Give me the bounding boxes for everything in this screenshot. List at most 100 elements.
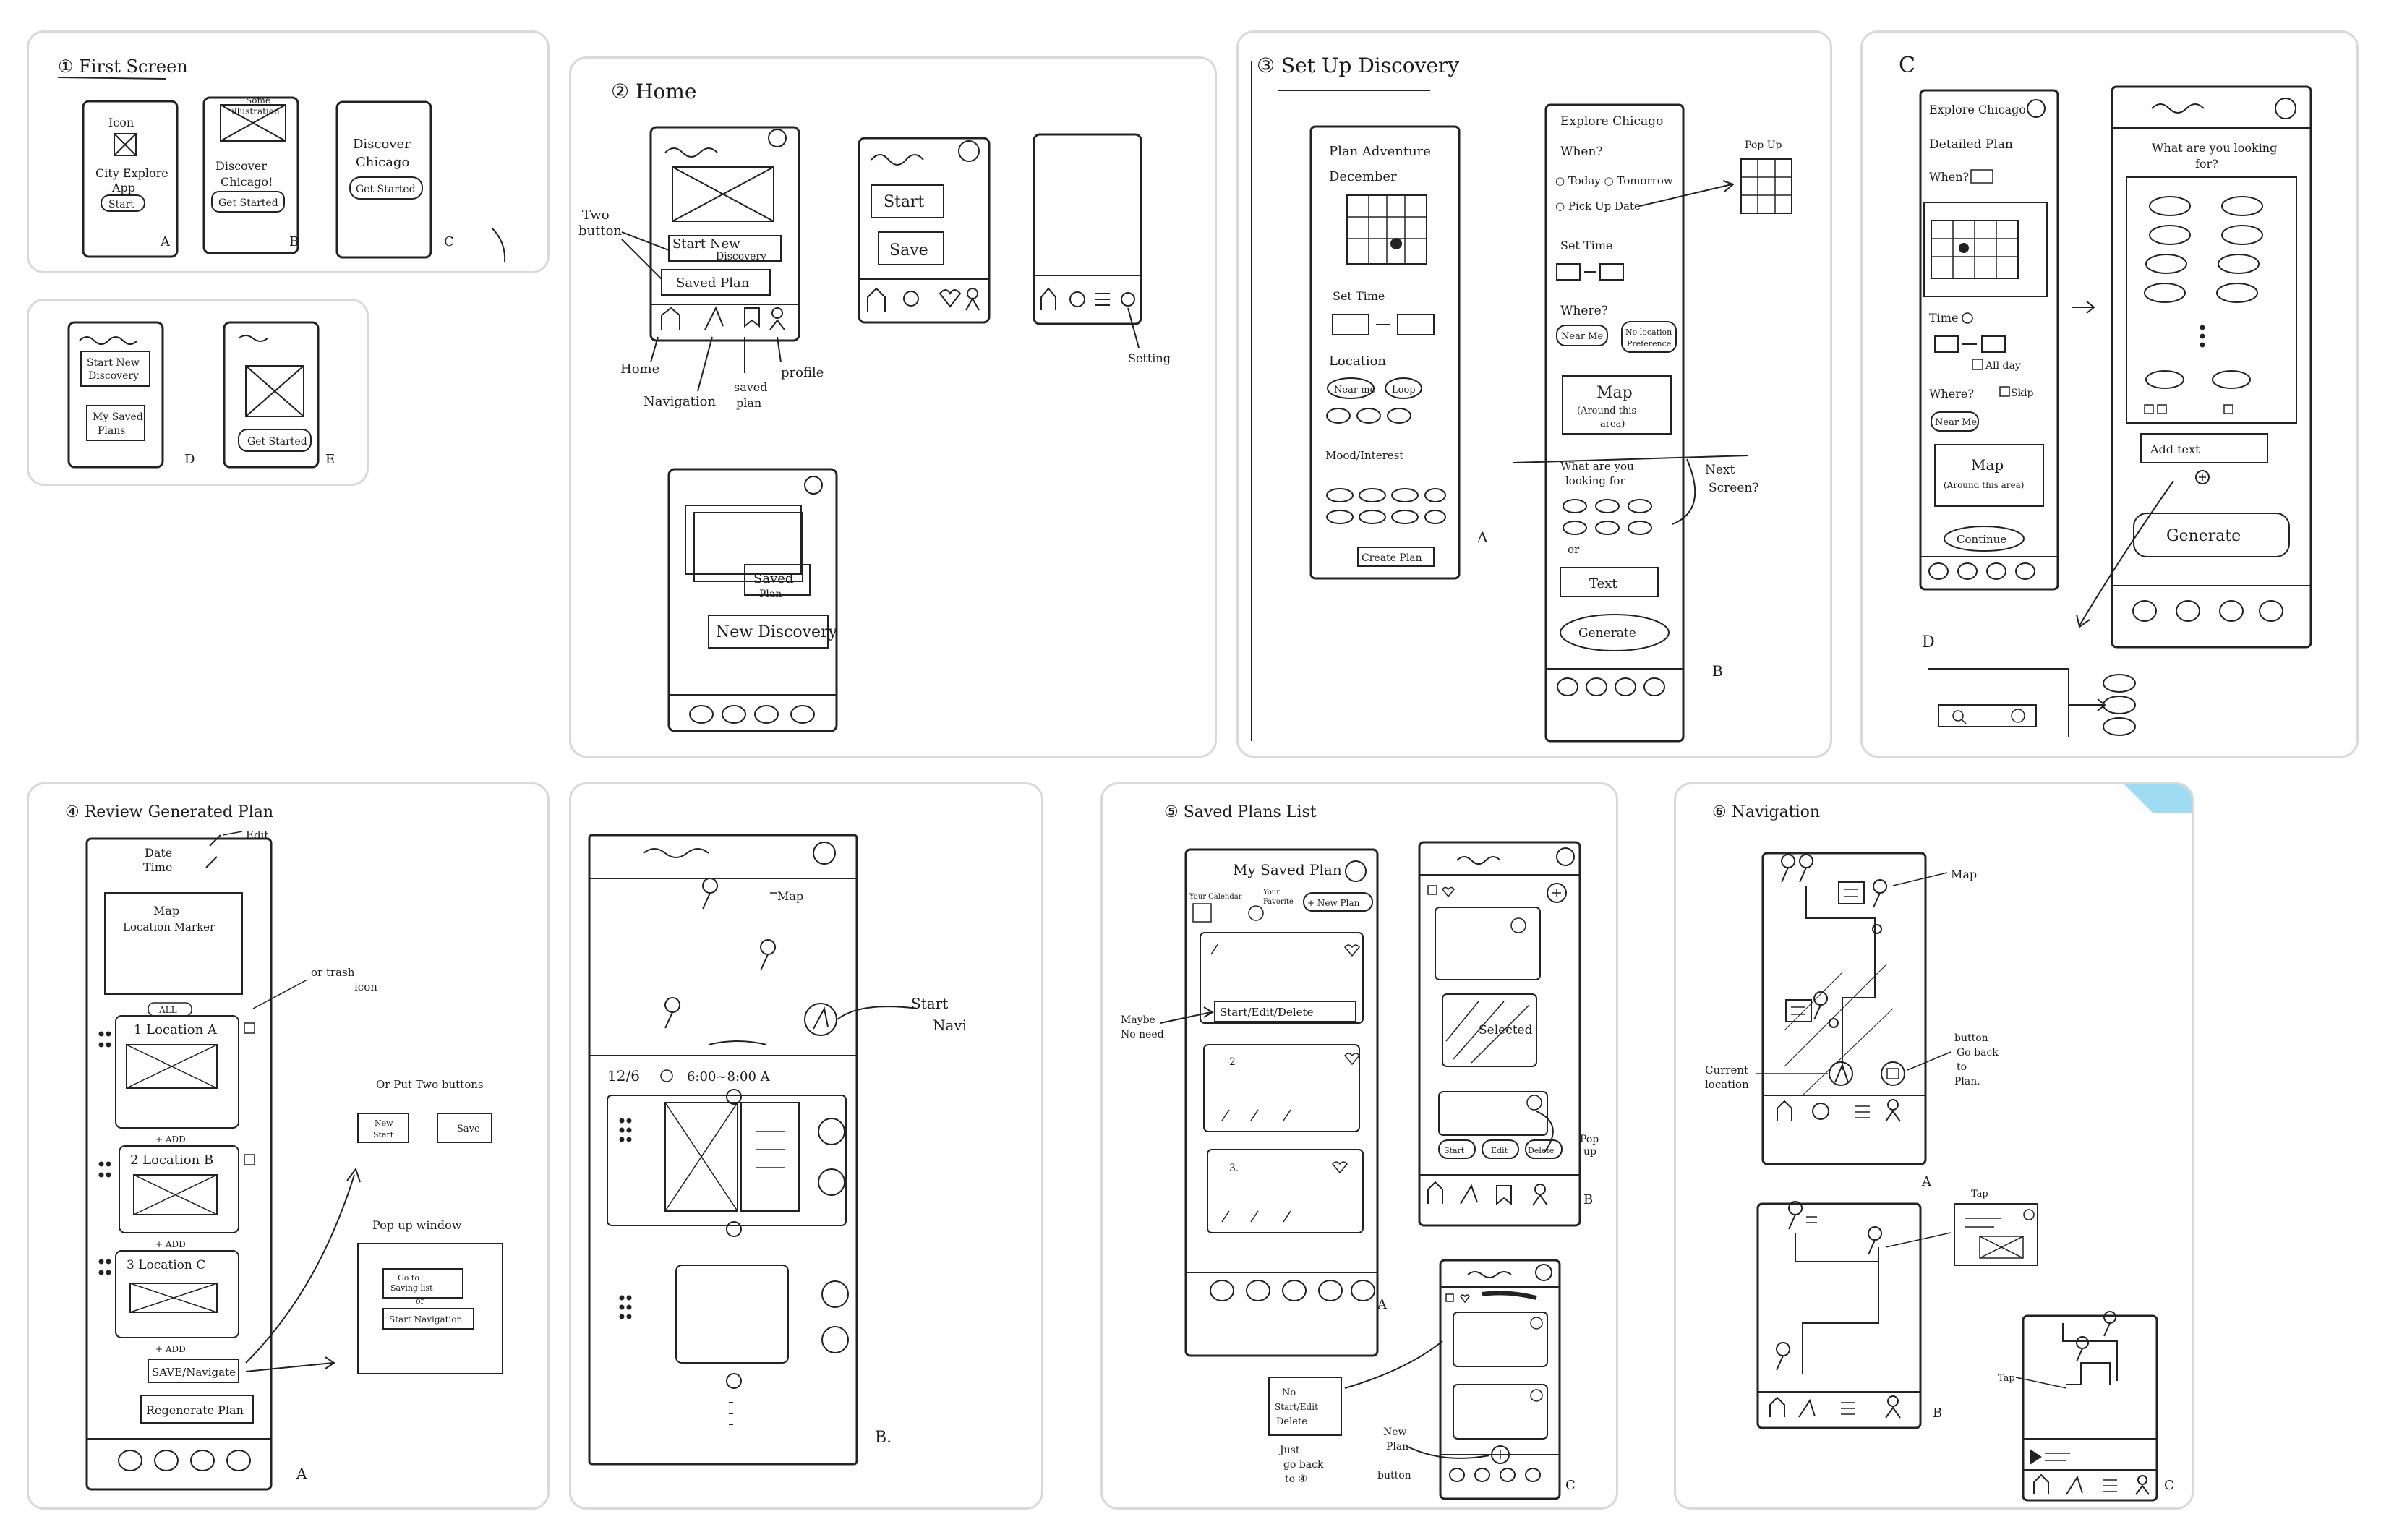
svg-text:2 Location B: 2 Location B <box>130 1152 213 1168</box>
svg-text:to: to <box>1957 1061 1967 1073</box>
svg-text:+ ADD: + ADD <box>155 1239 186 1249</box>
svg-text:button: button <box>1954 1032 1988 1044</box>
svg-text:Navi: Navi <box>933 1017 967 1034</box>
svg-text:My Saved Plan: My Saved Plan <box>1233 861 1342 878</box>
svg-text:○ Today ○ Tomorrow: ○ Today ○ Tomorrow <box>1555 174 1673 187</box>
svg-text:Discover: Discover <box>215 159 267 173</box>
svg-text:icon: icon <box>354 980 377 993</box>
svg-text:B: B <box>1583 1192 1593 1207</box>
svg-text:+ ADD: + ADD <box>155 1134 186 1145</box>
svg-text:Explore Chicago: Explore Chicago <box>1560 114 1663 129</box>
svg-text:Location Marker: Location Marker <box>123 920 215 933</box>
svg-text:+ ADD: + ADD <box>155 1344 186 1354</box>
svg-text:3.: 3. <box>1229 1163 1239 1174</box>
svg-text:D: D <box>184 452 195 467</box>
svg-text:B.: B. <box>875 1429 892 1447</box>
svg-text:Start: Start <box>1444 1146 1465 1155</box>
svg-text:(Around this: (Around this <box>1577 406 1636 416</box>
svg-text:for?: for? <box>2195 157 2218 171</box>
svg-text:No location: No location <box>1625 328 1672 337</box>
svg-text:illustration: illustration <box>231 106 280 116</box>
svg-text:looking for: looking for <box>1565 474 1625 487</box>
svg-text:Set Time: Set Time <box>1560 239 1612 252</box>
sketch-card-first-screen-alt: Start New Discovery My Saved Plans D Get… <box>27 299 369 486</box>
svg-text:ALL: ALL <box>158 1005 177 1015</box>
svg-text:Go back: Go back <box>1957 1047 1999 1058</box>
svg-text:Current: Current <box>1705 1064 1748 1077</box>
svg-text:SAVE/Navigate: SAVE/Navigate <box>152 1366 236 1379</box>
svg-text:Add text: Add text <box>2150 442 2200 456</box>
svg-text:Start/Edit/Delete: Start/Edit/Delete <box>1220 1006 1314 1019</box>
svg-text:All day: All day <box>1985 360 2021 372</box>
svg-text:Generate: Generate <box>1578 626 1636 641</box>
svg-text:B: B <box>289 234 299 249</box>
svg-text:When?: When? <box>1560 145 1603 159</box>
svg-text:Tap: Tap <box>1971 1189 1988 1199</box>
svg-text:location: location <box>1705 1078 1749 1091</box>
svg-text:Preference: Preference <box>1627 339 1671 348</box>
svg-text:A: A <box>1476 529 1488 546</box>
svg-text:A: A <box>1921 1174 1932 1189</box>
svg-text:Get Started: Get Started <box>247 436 307 448</box>
svg-text:Start: Start <box>108 199 134 210</box>
heading: ⑥ Navigation <box>1712 803 1820 821</box>
svg-text:or: or <box>1568 543 1580 556</box>
svg-text:Chicago: Chicago <box>356 155 409 170</box>
svg-text:○ Pick Up Date: ○ Pick Up Date <box>1555 200 1641 213</box>
svg-text:Plans: Plans <box>98 425 125 437</box>
svg-text:Or Put Two buttons: Or Put Two buttons <box>376 1078 484 1091</box>
svg-text:Pop up window: Pop up window <box>372 1218 462 1232</box>
svg-text:Create Plan: Create Plan <box>1362 552 1422 564</box>
svg-text:Your Calendar: Your Calendar <box>1189 893 1242 901</box>
svg-text:Where?: Where? <box>1929 387 1974 401</box>
svg-text:A: A <box>160 234 171 249</box>
svg-text:Map: Map <box>153 904 179 917</box>
svg-text:Time: Time <box>1929 311 1958 325</box>
svg-text:What are you: What are you <box>1560 460 1634 473</box>
svg-text:Icon: Icon <box>108 116 134 129</box>
svg-text:Saved: Saved <box>753 571 793 586</box>
svg-text:Time: Time <box>143 860 172 874</box>
svg-text:Detailed Plan: Detailed Plan <box>1929 137 2013 152</box>
svg-text:Start New: Start New <box>87 357 140 369</box>
sketch-card-saved-plans-list: ⑤ Saved Plans List My Saved Plan Your Ca… <box>1100 782 1618 1510</box>
heading: ① First Screen <box>58 56 188 77</box>
svg-text:Loop: Loop <box>1392 385 1416 395</box>
svg-text:plan: plan <box>736 396 761 410</box>
svg-text:My Saved: My Saved <box>93 411 143 423</box>
sketch-card-set-up-c: C Explore Chicago Detailed Plan When? Ti… <box>1860 30 2359 758</box>
svg-text:Some: Some <box>246 95 270 106</box>
svg-text:profile: profile <box>781 365 824 380</box>
svg-text:Saving list: Saving list <box>390 1283 433 1293</box>
svg-text:Date: Date <box>145 846 172 860</box>
svg-text:C: C <box>444 234 454 249</box>
svg-text:D: D <box>1922 633 1935 651</box>
svg-text:New: New <box>375 1118 393 1128</box>
svg-text:E: E <box>325 452 335 467</box>
svg-text:B: B <box>1933 1406 1942 1421</box>
svg-text:Save: Save <box>889 241 928 260</box>
svg-text:Start New: Start New <box>672 236 740 252</box>
svg-text:Edit: Edit <box>246 829 268 842</box>
svg-text:6:00~8:00 A: 6:00~8:00 A <box>687 1069 771 1085</box>
svg-text:Generate: Generate <box>2166 527 2241 545</box>
svg-text:Favorite: Favorite <box>1263 898 1294 906</box>
svg-text:Start: Start <box>911 995 948 1012</box>
svg-text:Near Me: Near Me <box>1561 331 1603 342</box>
svg-text:Start Navigation: Start Navigation <box>389 1314 463 1325</box>
sketch-card-home: ② Home Start New Discovery Saved Plan Tw… <box>569 56 1217 758</box>
svg-text:Map: Map <box>1596 384 1633 402</box>
svg-text:Screen?: Screen? <box>1709 481 1758 495</box>
svg-text:Tap: Tap <box>1998 1373 2015 1384</box>
svg-text:Go to: Go to <box>398 1273 419 1283</box>
svg-text:Get Started: Get Started <box>356 184 416 195</box>
svg-text:Chicago!: Chicago! <box>221 175 273 189</box>
svg-text:or: or <box>416 1296 425 1306</box>
svg-text:Setting: Setting <box>1128 351 1171 365</box>
svg-text:Pop Up: Pop Up <box>1745 140 1782 151</box>
svg-text:Near Me: Near Me <box>1935 417 1977 428</box>
svg-text:No need: No need <box>1121 1029 1164 1040</box>
svg-text:Edit: Edit <box>1491 1146 1508 1155</box>
sketch-card-review-plan-a: ④ Review Generated Plan Date Time Edit M… <box>27 782 550 1510</box>
svg-text:Mood/Interest: Mood/Interest <box>1325 449 1403 462</box>
